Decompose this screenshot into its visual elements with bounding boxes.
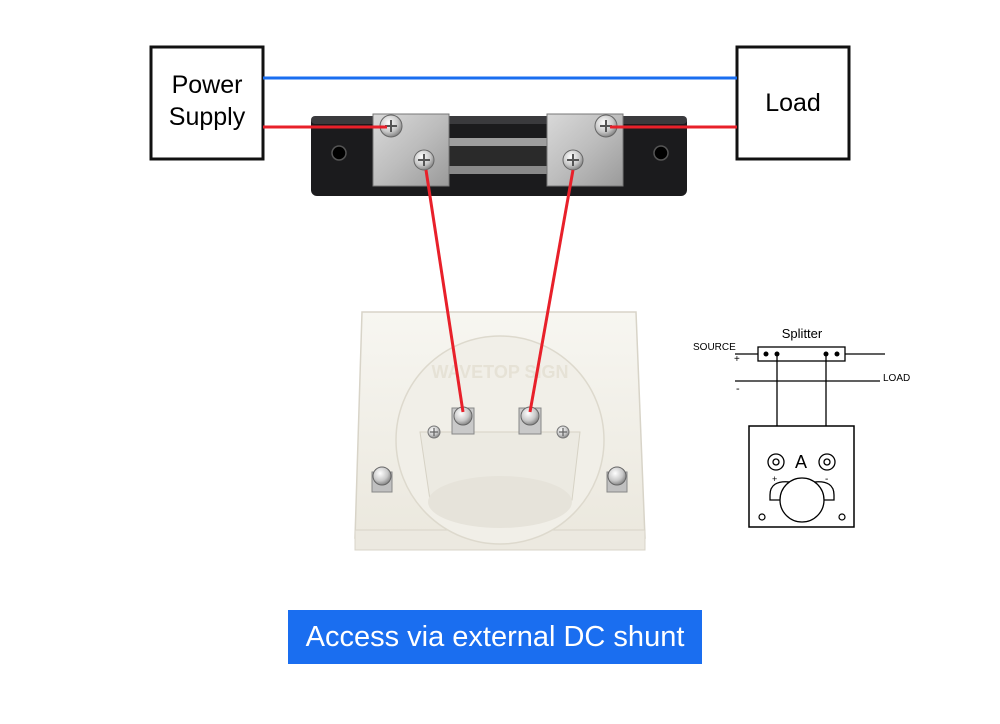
sense-wire-right <box>528 169 575 413</box>
wiring-schematic: Splitter SOURCE + - LOAD A + - <box>693 326 910 528</box>
meter-minus: - <box>825 474 828 485</box>
caption-banner: Access via external DC shunt <box>288 610 702 664</box>
meter-watermark: WAVETOP SIGN <box>431 362 568 382</box>
power-supply-box <box>149 45 265 161</box>
source-plus: + <box>734 354 740 365</box>
power-supply-label: Power Supply <box>168 71 246 131</box>
splitter-label: Splitter <box>782 326 823 341</box>
load-box <box>735 45 851 161</box>
ammeter-symbol: A <box>795 452 807 472</box>
meter-plus: + <box>772 474 777 484</box>
load-label: Load <box>765 89 821 117</box>
schematic-load-label: LOAD <box>883 373 910 384</box>
source-minus: - <box>736 383 740 395</box>
source-label: SOURCE <box>693 342 736 353</box>
panel-meter <box>354 311 646 551</box>
sense-wire-left <box>424 169 465 413</box>
splitter-block <box>757 346 846 362</box>
